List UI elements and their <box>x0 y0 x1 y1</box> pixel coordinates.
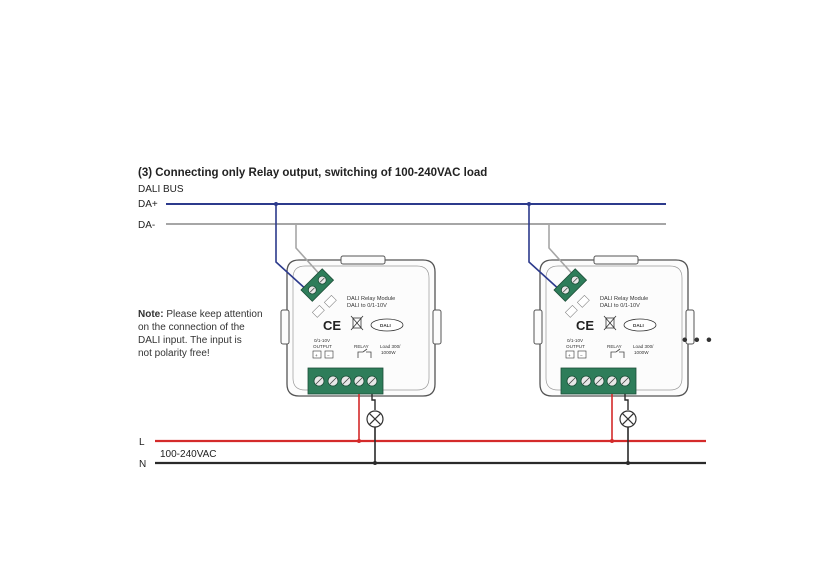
module-1-weee-icon <box>350 315 364 331</box>
relay-module-1: DALI Relay Module DALI to 0/1-10V CE DAL… <box>274 202 442 465</box>
module-2-title-1: DALI Relay Module <box>600 296 648 302</box>
da-minus-label: DA- <box>138 220 155 231</box>
module-1-output-plus: + <box>315 353 318 358</box>
module-2-bus-junction <box>527 202 531 206</box>
module-2-output-label-1: 0/1-10V <box>567 338 584 343</box>
module-2-live-junction <box>610 439 614 443</box>
module-1-load-label-1: Load 300/ <box>380 344 401 349</box>
da-plus-label: DA+ <box>138 199 158 210</box>
note-line-3: DALI input. The input is <box>138 335 242 346</box>
module-1-lamp-icon <box>366 410 384 428</box>
module-1-ce-mark: CE <box>323 318 341 333</box>
note-line-1: Please keep attention <box>164 309 263 320</box>
module-2-da-plus-drop <box>528 204 563 293</box>
diagram-heading: (3) Connecting only Relay output, switch… <box>138 167 487 179</box>
voltage-label: 100-240VAC <box>160 449 217 460</box>
module-1-bus-junction <box>274 202 278 206</box>
dali-bus-label: DALI BUS <box>138 184 184 195</box>
module-1-dali-input-terminal <box>300 268 335 302</box>
module-2-weee-icon <box>603 315 617 331</box>
module-2-load-label-2: 1000W <box>634 350 649 355</box>
module-2-ce-mark: CE <box>576 318 594 333</box>
module-2-output-label-2: OUTPUT <box>566 344 585 349</box>
module-1-da-minus-drop <box>295 224 324 279</box>
module-1-load-label-2: 1000W <box>381 350 396 355</box>
module-2-dali-input-terminal <box>553 268 588 302</box>
module-2-da-minus-drop <box>548 224 577 279</box>
module-2-relay-load-wire <box>624 394 629 410</box>
module-2-relay-label: RELAY <box>607 344 622 349</box>
polarity-note: Note: Please keep attention on the conne… <box>138 309 265 359</box>
relay-module-2: DALI Relay Module DALI to 0/1-10V CE DAL… <box>527 202 695 465</box>
module-2-load-label-1: Load 300/ <box>633 344 654 349</box>
svg-text:DALI: DALI <box>633 323 644 328</box>
module-1-relay-load-wire <box>371 394 376 410</box>
live-label: L <box>139 437 145 448</box>
module-2-dali-logo: DALI <box>623 318 657 332</box>
module-2-lamp-icon <box>619 410 637 428</box>
module-2-output-terminal <box>560 367 637 395</box>
module-1-relay-label: RELAY <box>354 344 369 349</box>
module-1-output-terminal <box>307 367 384 395</box>
module-2-output-plus: + <box>568 353 571 358</box>
module-1-live-junction <box>357 439 361 443</box>
continuation-ellipsis: • • • <box>682 332 713 349</box>
note-bold: Note: <box>138 309 164 320</box>
module-1-output-minus: − <box>327 353 330 358</box>
module-1-title-2: DALI to 0/1-10V <box>347 303 387 309</box>
svg-text:DALI: DALI <box>380 323 391 328</box>
module-1-output-label-1: 0/1-10V <box>314 338 331 343</box>
note-line-4: not polarity free! <box>138 348 210 359</box>
module-2-output-minus: − <box>580 353 583 358</box>
module-1-dali-logo: DALI <box>370 318 404 332</box>
module-1-da-plus-drop <box>275 204 310 293</box>
module-1-title-1: DALI Relay Module <box>347 296 395 302</box>
neutral-label: N <box>139 459 146 470</box>
module-2-title-2: DALI to 0/1-10V <box>600 303 640 309</box>
module-1-output-label-2: OUTPUT <box>313 344 332 349</box>
note-line-2: on the connection of the <box>138 322 245 333</box>
module-2-neutral-junction <box>626 461 630 465</box>
module-1-neutral-junction <box>373 461 377 465</box>
